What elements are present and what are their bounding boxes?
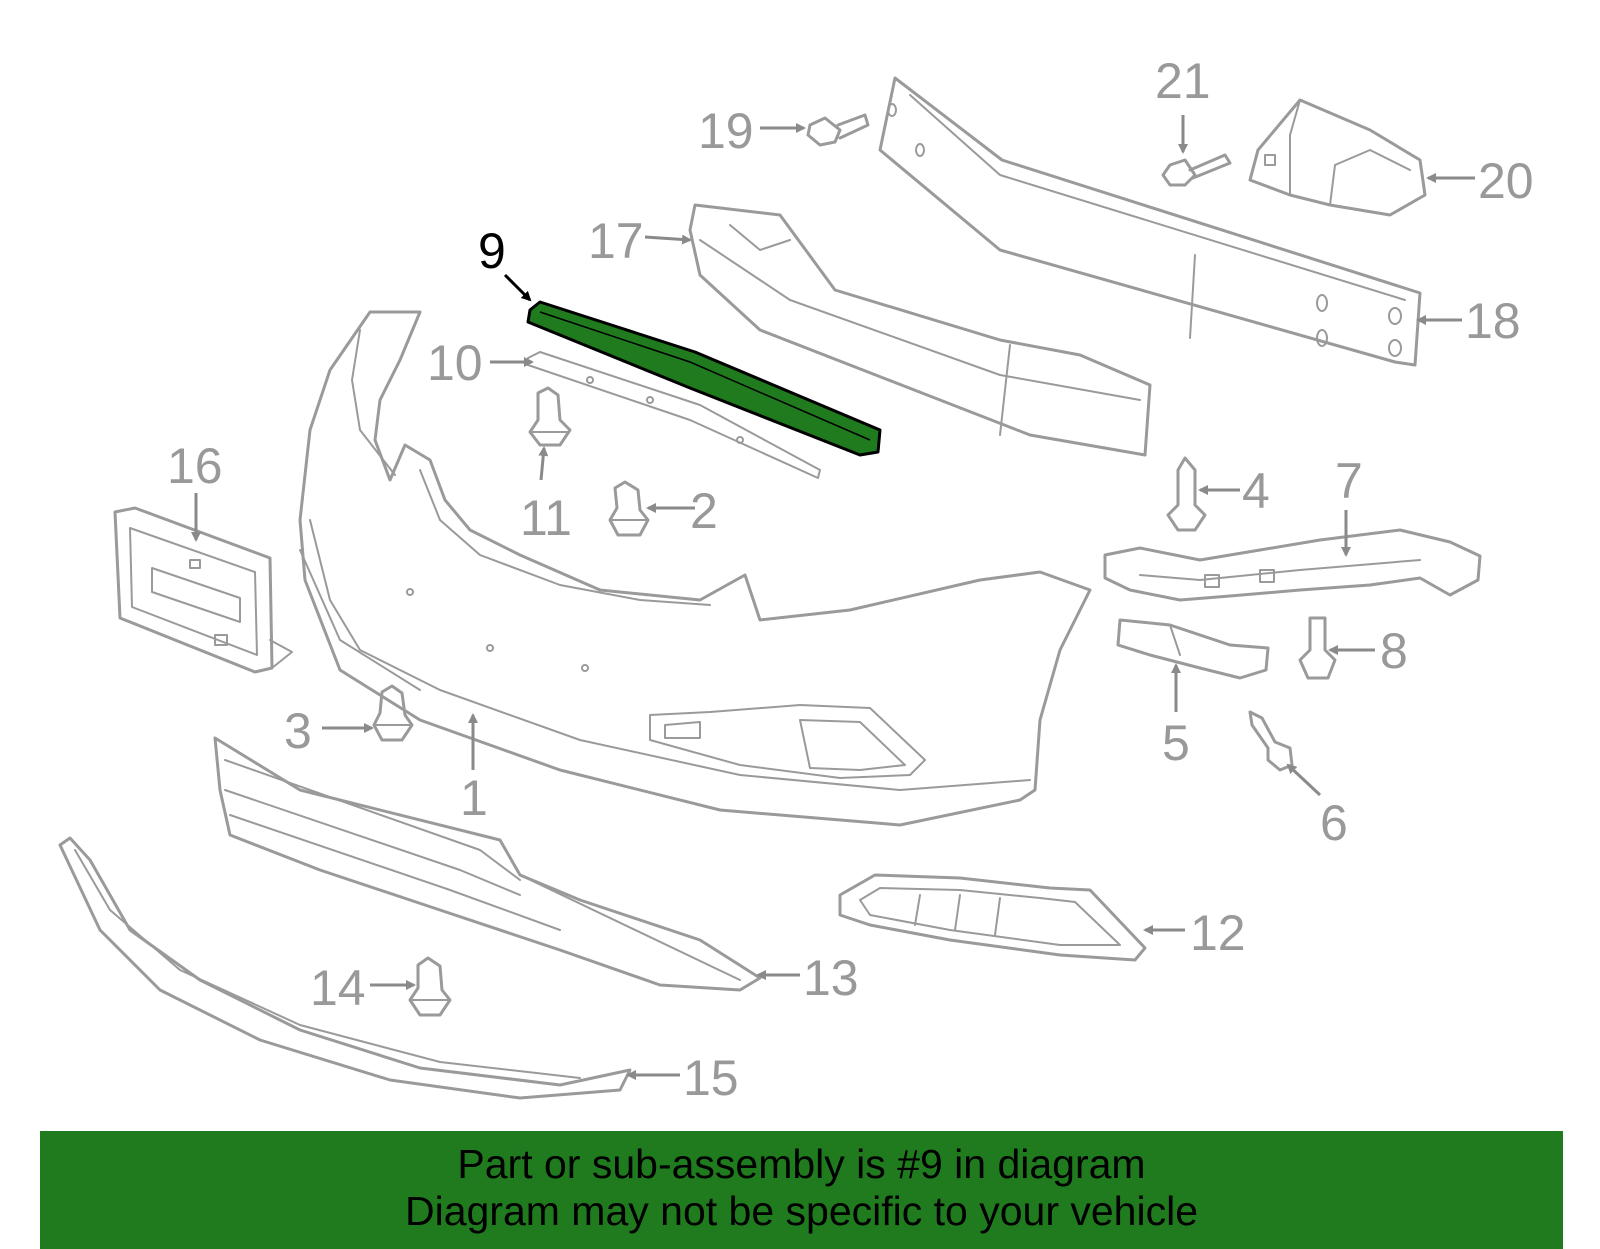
callout-16: 16 <box>167 438 223 494</box>
callout-7: 7 <box>1335 453 1363 509</box>
part-21-bolt <box>1161 153 1232 187</box>
callout-13: 13 <box>803 950 859 1006</box>
part-20-mount-bracket <box>1248 98 1427 217</box>
part-15-lower-spoiler <box>58 836 632 1100</box>
part-10-seal-strip <box>527 351 821 479</box>
part-12-fog-grille <box>838 873 1147 962</box>
part-17-absorber <box>688 203 1152 457</box>
callout-6: 6 <box>1320 795 1348 851</box>
callout-8: 8 <box>1380 623 1408 679</box>
part-9-upper-beam <box>526 300 882 457</box>
callout-2: 2 <box>690 483 718 539</box>
part-11-clip <box>528 386 572 447</box>
part-3-clip <box>372 684 414 742</box>
part-16-license-bracket <box>113 506 293 674</box>
callout-18: 18 <box>1465 293 1521 349</box>
callout-9: 9 <box>478 223 506 279</box>
part-5-bracket <box>1116 618 1270 680</box>
callout-17: 17 <box>588 213 644 269</box>
callout-11: 11 <box>520 490 572 546</box>
part-13-lower-grille <box>213 736 762 992</box>
banner-line-2: Diagram may not be specific to your vehi… <box>404 1188 1198 1234</box>
callout-3: 3 <box>284 703 312 759</box>
part-19-bolt <box>806 113 870 147</box>
callout-10: 10 <box>427 335 483 391</box>
part-6-screw <box>1248 710 1294 772</box>
part-4-screw <box>1166 456 1207 532</box>
part-2-clip <box>608 480 650 537</box>
leader-lines <box>191 115 1475 1080</box>
callout-12: 12 <box>1190 905 1246 961</box>
part-14-clip <box>408 956 452 1017</box>
callout-labels: 9 10 11 2 17 19 21 20 18 16 4 7 8 5 6 3 … <box>167 53 1534 1106</box>
info-banner: Part or sub-assembly is #9 in diagram Di… <box>40 1131 1563 1249</box>
callout-4: 4 <box>1242 463 1270 519</box>
part-18-reinforcement-beam <box>878 76 1422 367</box>
callout-19: 19 <box>698 103 754 159</box>
callout-14: 14 <box>310 960 366 1016</box>
part-8-bolt <box>1298 616 1337 680</box>
part-1-bumper-cover <box>298 310 1092 827</box>
banner-line-1: Part or sub-assembly is #9 in diagram <box>457 1141 1146 1187</box>
callout-1: 1 <box>460 770 488 826</box>
callout-20: 20 <box>1478 153 1534 209</box>
part-7-side-bracket <box>1103 528 1482 602</box>
callout-21: 21 <box>1155 53 1211 109</box>
callout-5: 5 <box>1162 715 1190 771</box>
callout-15: 15 <box>683 1050 739 1106</box>
